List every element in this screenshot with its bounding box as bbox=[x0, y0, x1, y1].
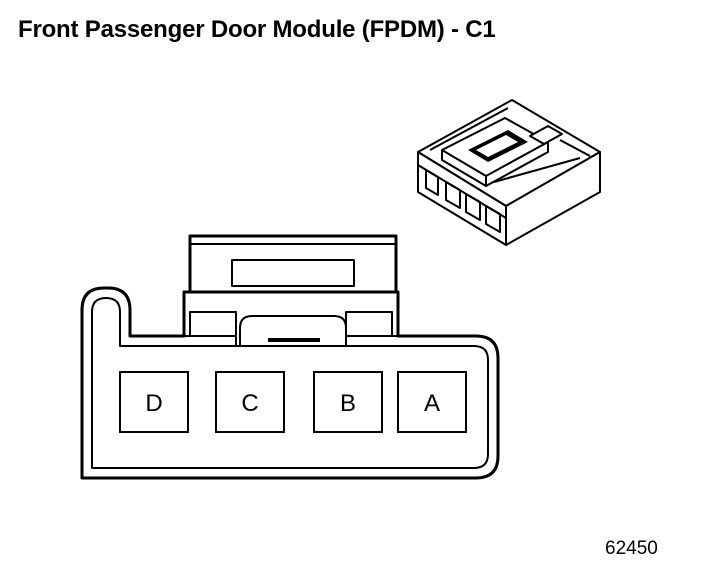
pin-cavity-box bbox=[313, 371, 383, 433]
connector-face-view bbox=[80, 234, 500, 480]
pin-cavity-box bbox=[397, 371, 467, 433]
pin-label: C bbox=[241, 390, 258, 417]
pin-cavity-a: A bbox=[397, 371, 467, 433]
pin-label: A bbox=[424, 390, 440, 417]
pin-cavity-b: B bbox=[313, 371, 383, 433]
diagram-title: Front Passenger Door Module (FPDM) - C1 bbox=[18, 16, 496, 43]
pin-cavity-d: D bbox=[119, 371, 189, 433]
figure-id: 62450 bbox=[605, 538, 658, 559]
pin-cavity-box bbox=[119, 371, 189, 433]
pin-label: D bbox=[145, 390, 162, 417]
pin-cavity-box bbox=[215, 371, 285, 433]
pin-cavity-c: C bbox=[215, 371, 285, 433]
connector-plug-3d-view bbox=[417, 99, 601, 246]
pin-label: B bbox=[340, 390, 356, 417]
